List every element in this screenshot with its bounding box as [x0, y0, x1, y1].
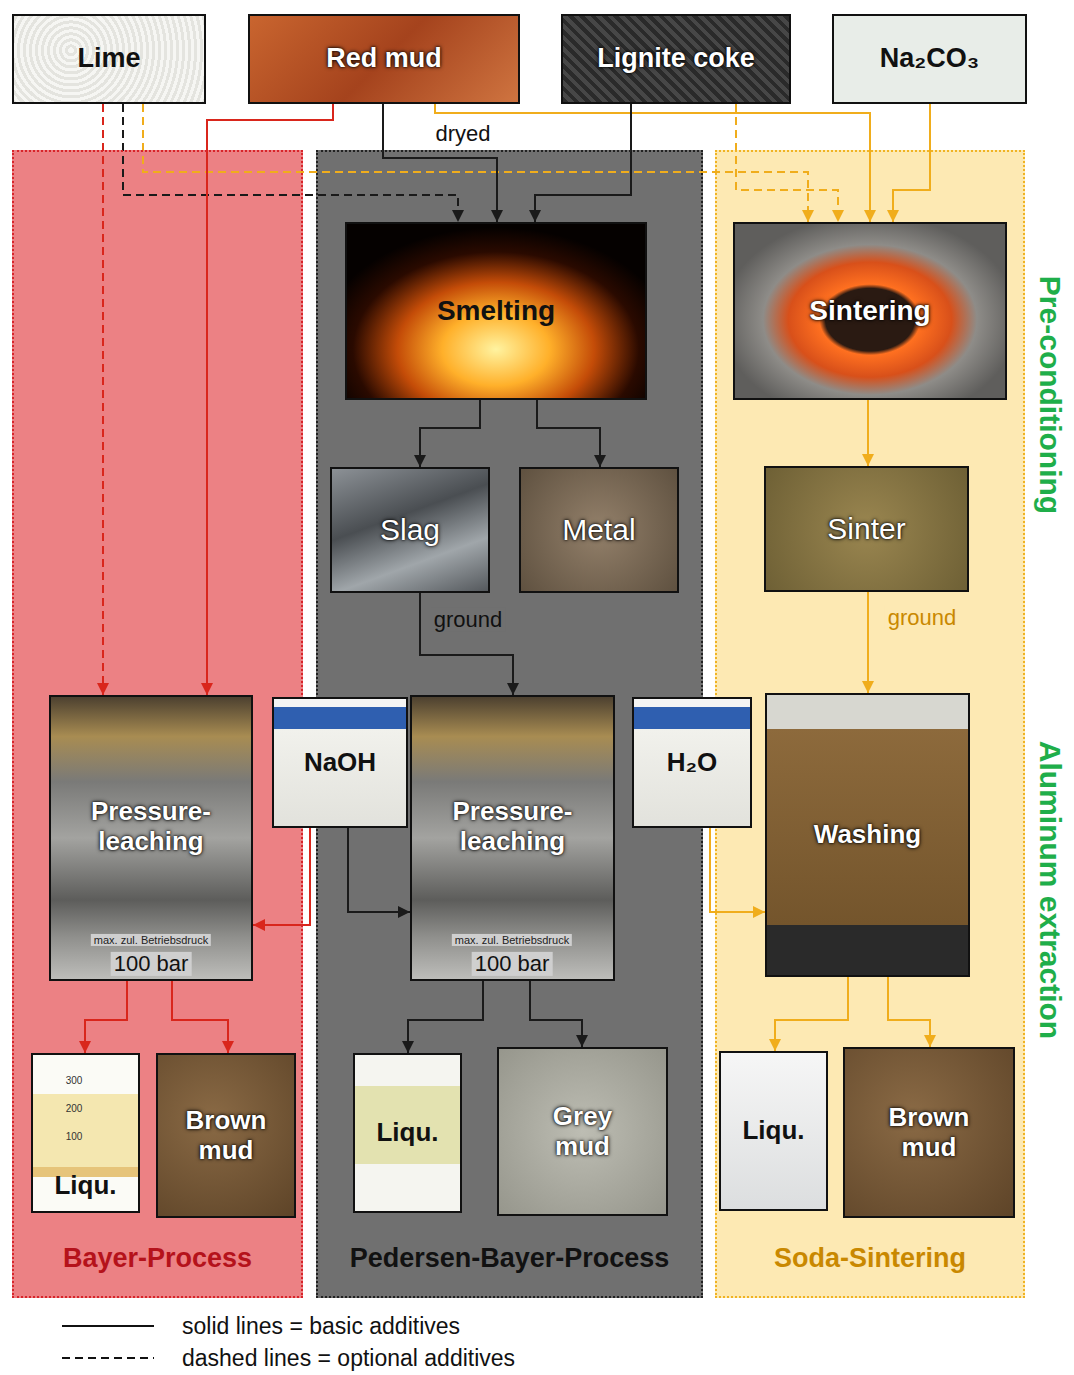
product-photo: Sinter: [764, 466, 969, 592]
scale-mark: 200: [66, 1103, 83, 1114]
product-photo: Grey mud: [497, 1047, 668, 1216]
scale-mark: 100: [66, 1131, 83, 1142]
legend: solid lines = basic additives dashed line…: [60, 1310, 515, 1374]
legend-line: [62, 1325, 154, 1327]
edge-label: ground: [431, 608, 506, 632]
legend-row: solid lines = basic additives: [60, 1310, 515, 1342]
device-plate-text: 100 bar: [111, 952, 192, 976]
material-box: Na₂CO₃: [832, 14, 1027, 104]
product-photo: Liqu.: [353, 1053, 462, 1213]
process-arrow: [710, 828, 765, 912]
product-photo: Brown mud: [156, 1053, 296, 1218]
node-label: Washing: [814, 820, 921, 850]
node-label: Liqu.: [376, 1118, 438, 1148]
process-arrow: [893, 104, 930, 222]
panel-title: Soda-Sintering: [774, 1243, 966, 1274]
node-label: Liqu.: [742, 1116, 804, 1146]
panel-title: Pedersen-Bayer-Process: [350, 1243, 670, 1274]
panel-fill: [715, 150, 1025, 1298]
process-arrow: [408, 981, 483, 1053]
process-panel: Bayer-Process Pressure- leachingLiqu. Brow…: [12, 150, 303, 1298]
node-label: NaOH: [304, 748, 376, 778]
node-label: Smelting: [437, 295, 555, 327]
reagent-bottle: NaOH: [272, 697, 408, 828]
process-panel: Soda-Sintering SinteringSinterWashingLiqu…: [715, 150, 1025, 1298]
device-plate-text: 100 bar: [472, 952, 553, 976]
node-label: Metal: [562, 513, 635, 548]
node-label: Lignite coke: [597, 43, 755, 74]
legend-text: solid lines = basic additives: [182, 1313, 460, 1340]
legend-text: dashed lines = optional additives: [182, 1345, 515, 1372]
product-photo: Liqu.: [719, 1051, 828, 1211]
scale-mark: 300: [66, 1075, 83, 1086]
product-photo: Liqu.: [31, 1053, 140, 1213]
process-photo: Smelting: [345, 222, 647, 400]
process-photo: Sintering: [733, 222, 1007, 400]
node-label: Na₂CO₃: [880, 43, 980, 74]
process-arrow: [420, 593, 513, 695]
legend-sample: [60, 1348, 156, 1368]
device-plate-text: max. zul. Betriebsdruck: [452, 934, 572, 946]
legend-sample: [60, 1316, 156, 1336]
edge-label: ground: [885, 606, 960, 630]
section-label: Pre-conditioning: [1034, 276, 1067, 514]
process-arrow: [420, 400, 480, 467]
process-arrow: [85, 981, 127, 1053]
process-arrow: [102, 104, 104, 695]
process-photo: Washing: [765, 693, 970, 977]
legend-row: dashed lines = optional additives: [60, 1342, 515, 1374]
product-photo: Slag: [330, 467, 490, 593]
panel-title: Bayer-Process: [63, 1243, 252, 1274]
node-label: Pressure- leaching: [61, 797, 241, 857]
legend-line: [62, 1357, 154, 1359]
material-box: Lignite coke: [561, 14, 791, 104]
process-arrow: [535, 104, 631, 222]
process-arrow: [530, 981, 582, 1047]
process-arrow: [867, 400, 869, 466]
material-box: Lime: [12, 14, 206, 104]
material-box: Red mud: [248, 14, 520, 104]
node-label: Brown mud: [171, 1106, 281, 1166]
node-label: H₂O: [667, 748, 718, 778]
process-arrow: [775, 977, 848, 1051]
node-label: Sintering: [809, 295, 930, 327]
process-arrow: [172, 981, 228, 1053]
process-arrow: [435, 104, 870, 222]
edge-label: dryed: [432, 122, 493, 146]
process-arrow: [537, 400, 600, 467]
node-label: Lime: [77, 43, 140, 74]
process-arrow: [123, 104, 458, 222]
panel-fill: [12, 150, 303, 1298]
section-label: Aluminum extraction: [1034, 741, 1067, 1039]
product-photo: Brown mud: [843, 1047, 1015, 1218]
process-arrow: [143, 104, 808, 222]
node-label: Sinter: [827, 512, 905, 547]
process-arrow: [888, 977, 930, 1047]
node-label: Pressure- leaching: [423, 797, 603, 857]
node-label: Grey mud: [528, 1102, 638, 1162]
node-label: Brown mud: [874, 1103, 984, 1163]
product-photo: Metal: [519, 467, 679, 593]
device-plate-text: max. zul. Betriebsdruck: [91, 934, 211, 946]
process-arrow: [867, 592, 869, 693]
node-label: Red mud: [326, 43, 442, 74]
process-arrow: [207, 104, 333, 695]
process-arrow: [736, 104, 838, 222]
node-label: Liqu.: [54, 1171, 116, 1201]
process-arrow: [348, 828, 410, 912]
node-label: Slag: [380, 513, 440, 548]
reagent-bottle: H₂O: [632, 697, 752, 828]
process-arrow: [383, 104, 497, 222]
